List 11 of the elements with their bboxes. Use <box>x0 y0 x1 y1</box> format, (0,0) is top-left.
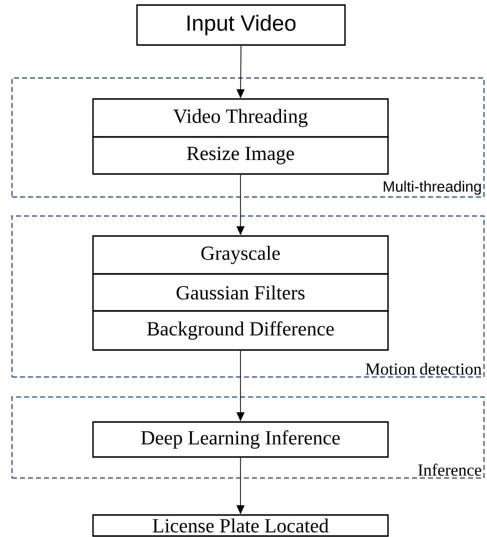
group-label: Multi-threading <box>384 180 481 195</box>
group-label: Inference <box>418 464 482 476</box>
process-box: Deep Learning Inference <box>92 421 389 458</box>
process-box: Video Threading <box>92 98 389 138</box>
process-box: Background Difference <box>92 310 389 351</box>
process-box: Input Video <box>136 4 346 46</box>
process-box: Gaussian Filters <box>92 273 389 312</box>
group-label: Motion detection <box>366 362 482 375</box>
process-box: License Plate Located <box>92 514 389 537</box>
process-box: Resize Image <box>92 136 389 175</box>
process-box: Grayscale <box>92 235 389 275</box>
